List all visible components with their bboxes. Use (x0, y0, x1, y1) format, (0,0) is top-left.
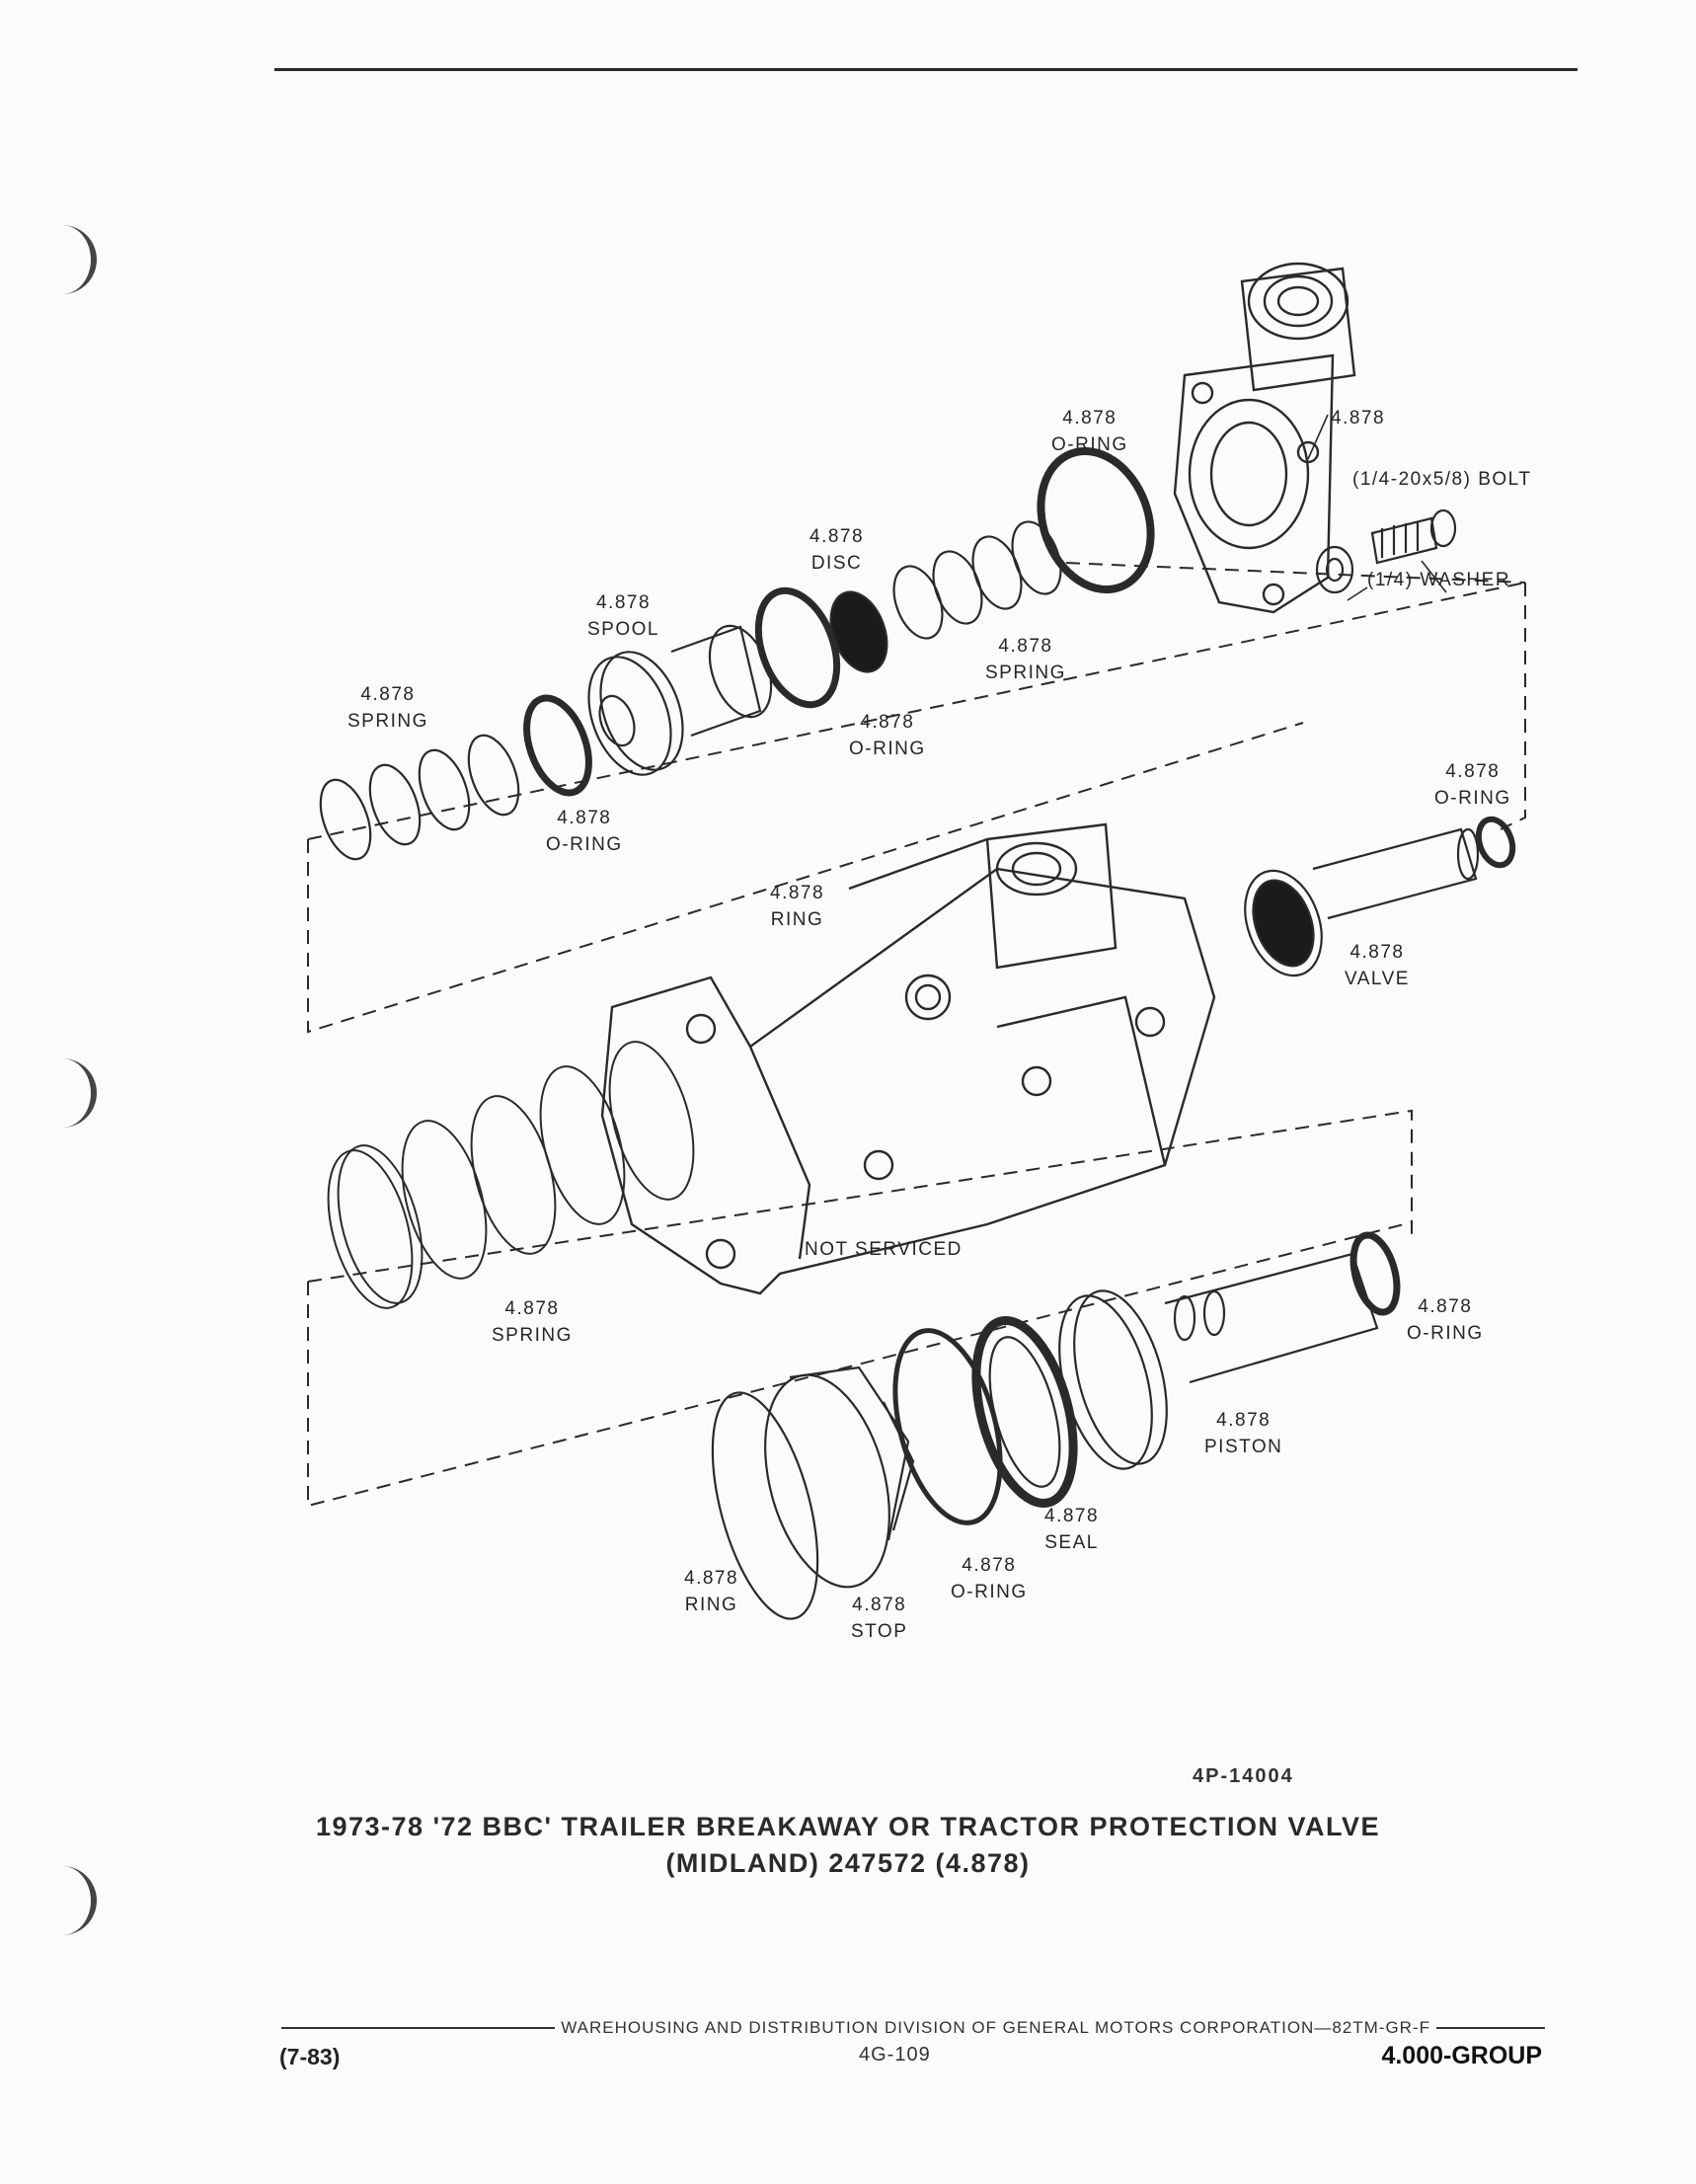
main-housing (600, 822, 1216, 1295)
bolt-and-washer (1315, 508, 1457, 594)
figure-id: 4P-14004 (1193, 1765, 1294, 1787)
caption-line-2: (MIDLAND) 247572 (4.878) (665, 1848, 1031, 1878)
ring-bottom (711, 1391, 819, 1620)
elbow-body (1173, 262, 1356, 614)
label-washer: (1/4) WASHER (1367, 570, 1511, 590)
o-ring-left (523, 694, 592, 797)
leader-lines (1307, 414, 1447, 601)
caption-line-1: 1973-78 '72 BBC' TRAILER BREAKAWAY OR TR… (315, 1812, 1380, 1841)
footer-publisher-line: WAREHOUSING AND DISTRIBUTION DIVISION OF… (281, 2018, 1545, 2038)
valve (1244, 827, 1480, 977)
footer-rule-right (1436, 2027, 1545, 2029)
binder-hole-bottom (51, 1866, 97, 1935)
seal (971, 1316, 1078, 1508)
o-ring-disc (754, 586, 841, 709)
top-rule (274, 68, 1578, 71)
spool (587, 624, 773, 776)
spring-big (327, 1041, 695, 1309)
stop (764, 1365, 915, 1589)
label-not-serviced: NOT SERVICED (805, 1239, 963, 1260)
spring-left (319, 734, 520, 861)
o-ring-top (1037, 446, 1155, 594)
footer-date: (7-83) (279, 2044, 341, 2069)
footer-publisher: WAREHOUSING AND DISTRIBUTION DIVISION OF… (561, 2018, 1430, 2037)
o-ring-piston (1349, 1231, 1401, 1316)
alignment-lines (307, 562, 1526, 1508)
label-bolt: (1/4-20x5/8) BOLT (1352, 469, 1532, 490)
o-ring-right (1475, 816, 1516, 869)
figure-caption: 1973-78 '72 BBC' TRAILER BREAKAWAY OR TR… (197, 1809, 1499, 1882)
footer-page-number: 4G-109 (859, 2044, 931, 2066)
binder-hole-middle (51, 1058, 97, 1128)
spring-mid (892, 520, 1062, 640)
footer-group: 4.000-GROUP (1381, 2042, 1542, 2069)
binder-hole-top (51, 225, 97, 294)
footer-rule-left (281, 2027, 556, 2029)
label-body-top: 4.878 (1331, 408, 1386, 429)
